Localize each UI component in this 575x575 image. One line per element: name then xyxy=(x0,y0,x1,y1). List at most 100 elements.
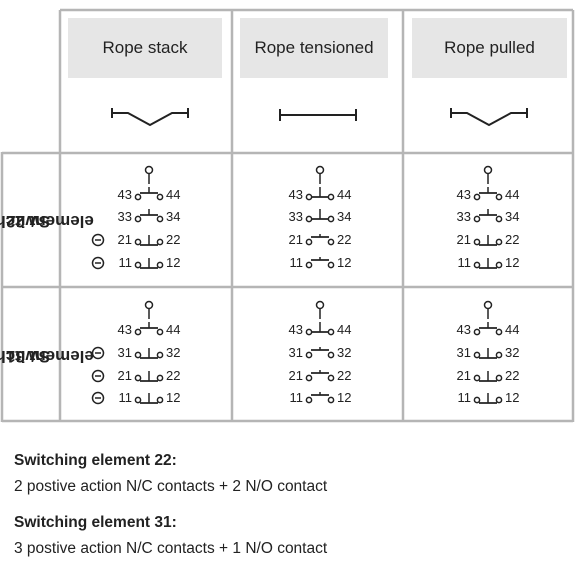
header-rope-stack: Rope stack xyxy=(68,18,222,78)
contact-terminal xyxy=(134,261,142,269)
rope-slack-icon xyxy=(112,112,188,127)
contact-number: 22 xyxy=(166,232,181,247)
contact-terminal xyxy=(473,374,481,382)
contact-terminal xyxy=(473,351,481,359)
contact-terminal xyxy=(473,328,481,336)
contact-number: 22 xyxy=(166,368,181,383)
contact-terminal xyxy=(473,396,481,404)
contact-number: 43 xyxy=(456,322,471,337)
contact-number: 32 xyxy=(337,345,352,360)
contact-number: 12 xyxy=(166,390,181,405)
contact-number: 43 xyxy=(117,322,132,337)
contact-terminal xyxy=(156,238,164,246)
contact-number: 11 xyxy=(289,255,304,270)
contact-number: 11 xyxy=(289,390,304,405)
contact-terminal xyxy=(305,328,313,336)
positive-action-icon xyxy=(91,369,105,383)
positive-action-icon xyxy=(91,256,105,270)
contact-terminal xyxy=(473,238,481,246)
contact-terminal xyxy=(134,328,142,336)
actuator-head xyxy=(483,165,493,175)
row-label-element-31: Switching element 31 xyxy=(0,292,94,420)
contact-number: 44 xyxy=(505,187,520,202)
contact-terminal xyxy=(134,374,142,382)
contact-number: 22 xyxy=(337,368,352,383)
contact-terminal xyxy=(327,396,335,404)
contact-number: 44 xyxy=(337,187,352,202)
contact-symbols xyxy=(91,165,503,405)
contact-terminal xyxy=(156,193,164,201)
contact-number: 22 xyxy=(505,232,520,247)
contact-terminal xyxy=(327,238,335,246)
contact-terminal xyxy=(495,374,503,382)
positive-action-icon xyxy=(91,233,105,247)
row-label-element-22: Switching element 22 xyxy=(0,157,94,285)
contact-number: 12 xyxy=(337,390,352,405)
caption-title-31: Switching element 31: xyxy=(14,514,177,531)
contact-number: 44 xyxy=(337,322,352,337)
contact-terminal xyxy=(327,215,335,223)
contact-number: 21 xyxy=(456,232,471,247)
row-label-line2: element 22 xyxy=(6,212,94,231)
contact-terminal xyxy=(495,215,503,223)
contact-terminal xyxy=(134,396,142,404)
contact-number: 21 xyxy=(456,368,471,383)
contact-number: 43 xyxy=(117,187,132,202)
contact-terminal xyxy=(327,374,335,382)
contact-terminal xyxy=(156,261,164,269)
contact-terminal xyxy=(327,261,335,269)
contact-terminal xyxy=(305,374,313,382)
caption-text-22: 2 postive action N/C contacts + 2 N/O co… xyxy=(14,478,328,495)
contact-terminal xyxy=(305,215,313,223)
contact-terminal xyxy=(327,193,335,201)
contact-number: 12 xyxy=(337,255,352,270)
contact-number: 32 xyxy=(166,345,181,360)
contact-number: 31 xyxy=(456,345,471,360)
contact-number: 21 xyxy=(288,368,303,383)
caption-title-22: Switching element 22: xyxy=(14,452,177,469)
contact-number: 21 xyxy=(288,232,303,247)
actuator-head xyxy=(315,165,325,175)
contact-number: 43 xyxy=(288,322,303,337)
header-label: Rope stack xyxy=(102,38,188,57)
contact-number: 34 xyxy=(337,209,352,224)
contact-terminal xyxy=(495,193,503,201)
contact-number: 43 xyxy=(288,187,303,202)
contact-terminal xyxy=(134,238,142,246)
contact-number: 22 xyxy=(505,368,520,383)
contact-terminal xyxy=(305,351,313,359)
header-rope-tensioned: Rope tensioned xyxy=(240,18,388,78)
contact-terminal xyxy=(156,396,164,404)
contact-number: 11 xyxy=(118,390,133,405)
contact-number: 11 xyxy=(118,255,133,270)
contact-terminal xyxy=(156,351,164,359)
contact-number: 12 xyxy=(166,255,181,270)
contact-terminal xyxy=(305,261,313,269)
rope-pulled-icon xyxy=(451,112,527,127)
header-label: Rope pulled xyxy=(444,38,535,57)
actuator-head xyxy=(483,300,493,310)
contact-terminal xyxy=(327,328,335,336)
contact-terminal xyxy=(305,193,313,201)
contact-number: 44 xyxy=(166,187,181,202)
table-grid xyxy=(0,8,575,423)
actuator-head xyxy=(144,300,154,310)
contact-number: 31 xyxy=(117,345,132,360)
contact-number: 31 xyxy=(288,345,303,360)
contact-terminal xyxy=(495,238,503,246)
contact-number: 33 xyxy=(288,209,303,224)
contact-terminal xyxy=(156,374,164,382)
contact-number: 11 xyxy=(457,255,472,270)
contact-terminal xyxy=(495,351,503,359)
rope-icons xyxy=(111,108,528,127)
contact-number: 11 xyxy=(457,390,472,405)
contact-number: 21 xyxy=(117,232,132,247)
contact-number: 22 xyxy=(337,232,352,247)
contact-terminal xyxy=(473,193,481,201)
contact-number: 34 xyxy=(166,209,181,224)
contact-terminal xyxy=(305,396,313,404)
contact-terminal xyxy=(305,238,313,246)
row-label-line2: element 31 xyxy=(6,347,94,366)
contact-number: 12 xyxy=(505,390,520,405)
